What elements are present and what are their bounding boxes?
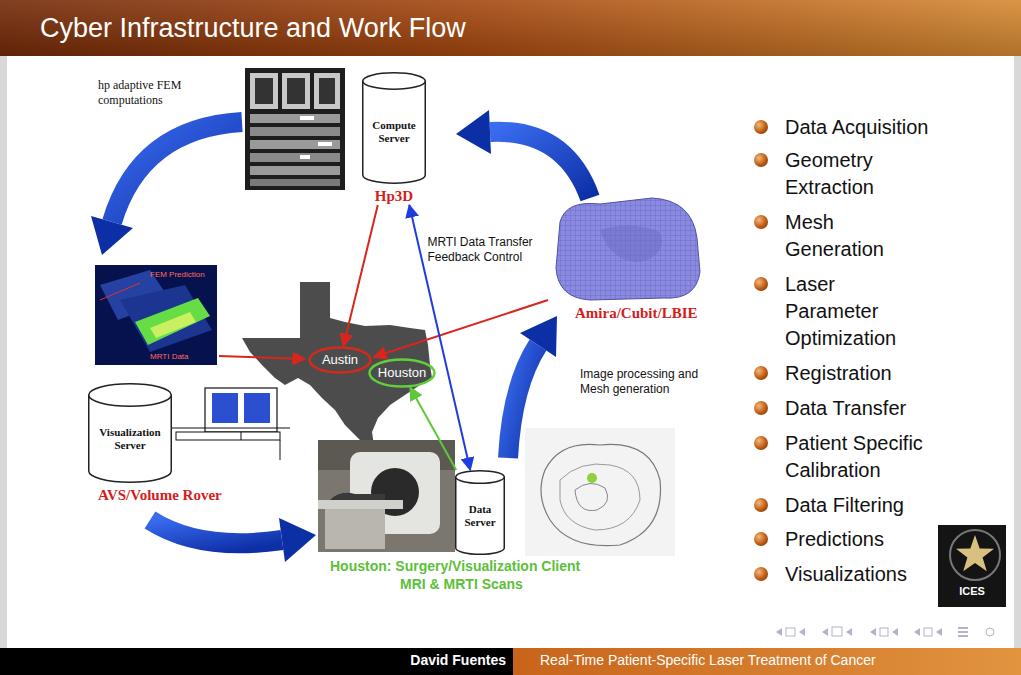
cylinder-body xyxy=(89,395,172,482)
bullet-ball xyxy=(754,532,768,546)
workflow-arrow xyxy=(456,110,590,198)
side-margin xyxy=(1014,0,1021,675)
bullet-ball xyxy=(754,215,768,229)
image-scan xyxy=(525,428,675,556)
cylinder-body xyxy=(363,81,426,183)
server-software-label: AVS/Volume Rover xyxy=(98,486,222,504)
server-name: Visualization Server xyxy=(91,426,169,451)
cylinder-top xyxy=(89,384,172,407)
bullet-item: Predictions xyxy=(785,526,965,553)
bullet-item: Mesh Generation xyxy=(785,209,915,263)
image-caption: MRTI Data xyxy=(150,352,189,362)
connector xyxy=(410,388,456,470)
bullet-item: Geometry Extraction xyxy=(785,147,915,201)
server-cylinder: Visualization ServerAVS/Volume Rover xyxy=(88,383,172,504)
cylinder-top xyxy=(363,73,426,90)
navigation-symbols xyxy=(776,627,994,637)
bullet-item: Registration xyxy=(785,360,965,387)
image-caption: FEM Prediction xyxy=(150,270,205,280)
slide-title: Cyber Infrastructure and Work Flow xyxy=(40,11,466,45)
bullet-ball xyxy=(754,153,768,167)
footer-author: David Fuentes xyxy=(380,652,506,670)
city-ring xyxy=(310,348,371,373)
leader-arrow xyxy=(219,356,305,359)
workflow-arrow xyxy=(91,122,242,255)
footer-talk-title: Real-Time Patient-Specific Laser Treatme… xyxy=(540,652,876,670)
city-name: Austin xyxy=(322,353,358,368)
site-label: MRI & MRTI Scans xyxy=(400,576,523,594)
bullet-ball xyxy=(754,436,768,450)
bullet-item: Visualizations xyxy=(785,561,935,588)
bullet-ball xyxy=(754,277,768,291)
workflow-arrow xyxy=(508,316,557,458)
bullet-ball xyxy=(754,120,768,134)
city-ring xyxy=(370,360,435,387)
city-marker: Austin xyxy=(308,346,372,374)
logo-text: ICES xyxy=(938,585,1006,599)
bullet-ball xyxy=(754,401,768,415)
mri-photo xyxy=(318,440,455,552)
bullet-ball xyxy=(754,567,768,581)
workflow-arrow xyxy=(150,518,316,562)
bullet-item: Data Transfer xyxy=(785,395,965,422)
server-software-label: Hp3D xyxy=(375,187,413,205)
server-cylinder: Data Server xyxy=(455,470,505,555)
institute-logo xyxy=(938,525,1006,607)
server-name: Data Server xyxy=(458,503,502,528)
server-name: Compute Server xyxy=(365,119,423,144)
server-cylinder: Compute ServerHp3D xyxy=(362,72,426,205)
bullet-item: Data Acquisition xyxy=(785,114,965,141)
bullet-ball xyxy=(754,366,768,380)
site-label: Houston: Surgery/Visualization Client xyxy=(330,558,580,576)
leader-arrow xyxy=(374,300,548,357)
cylinder-body xyxy=(456,477,505,554)
cylinder-top xyxy=(456,471,505,484)
annotation: Image processing and Mesh generation xyxy=(580,367,704,397)
bullet-item: Laser Parameter Optimization xyxy=(785,271,915,352)
bullet-item: Patient Specific Calibration xyxy=(785,430,950,484)
server-rack xyxy=(245,68,345,190)
bullet-ball xyxy=(754,498,768,512)
computer-terminal xyxy=(172,388,290,460)
mesh-model xyxy=(556,198,700,300)
side-margin xyxy=(0,0,7,675)
connector-label: MRTI Data Transfer Feedback Control xyxy=(427,235,551,266)
city-marker: Houston xyxy=(368,358,436,388)
bullet-item: Data Filtering xyxy=(785,492,965,519)
annotation: hp adaptive FEM computations xyxy=(98,78,206,108)
connector xyxy=(343,205,377,346)
city-name: Houston xyxy=(378,366,426,381)
software-label: Amira/Cubit/LBIE xyxy=(575,304,698,323)
visualization-image xyxy=(95,265,217,365)
